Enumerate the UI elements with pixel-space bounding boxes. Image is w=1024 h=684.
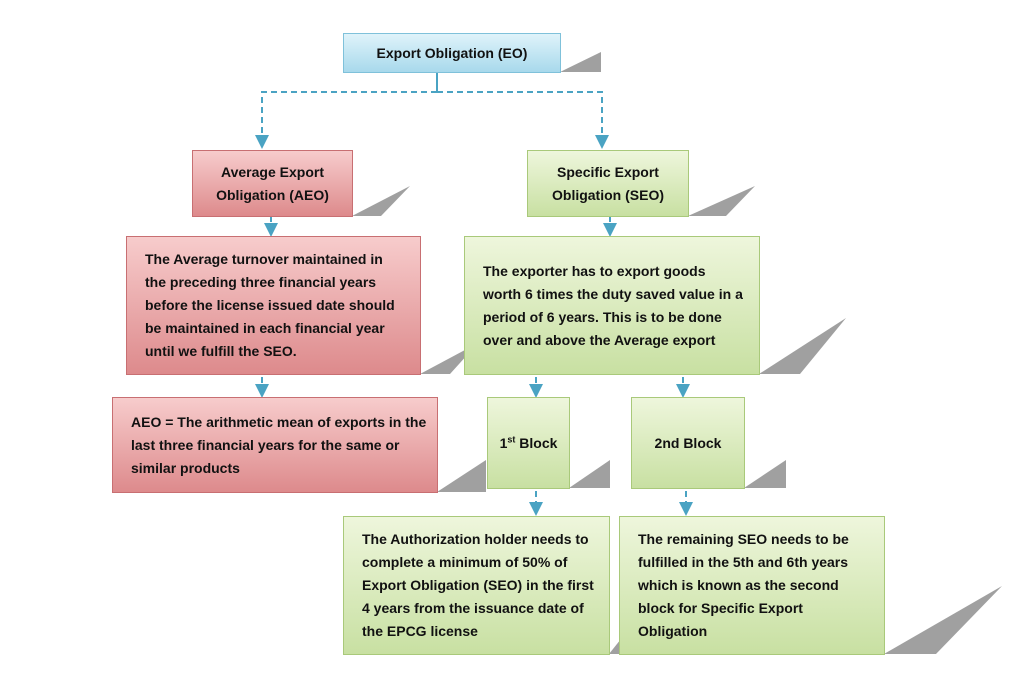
seo-shadow (688, 186, 755, 216)
aeo-node: Average Export Obligation (AEO) (192, 150, 353, 217)
seo-label-line1: Specific Export (557, 163, 659, 180)
aeo-shadow (352, 186, 410, 216)
aeo-definition-text: AEO = The arithmetic mean of exports in … (131, 413, 427, 476)
block1-description-node: The Authorization holder needs to comple… (343, 516, 610, 655)
block1-description-text: The Authorization holder needs to comple… (362, 531, 594, 639)
root-to-seo-connector (437, 91, 609, 149)
block2-label: 2nd Block (654, 434, 722, 451)
aeo-label-line1: Average Export (221, 163, 324, 180)
seo-description-node: The exporter has to export goods worth 6… (464, 236, 760, 375)
seo-label-line2: Obligation (SEO) (552, 186, 664, 203)
aeo-def-shadow (437, 460, 486, 492)
block1-word: Block (519, 434, 558, 451)
block2-shadow (744, 460, 786, 488)
block2-desc-shadow (884, 586, 1002, 654)
aeo-definition-node: AEO = The arithmetic mean of exports in … (112, 397, 438, 493)
block1-node: 1st Block (487, 397, 570, 489)
seo-node: Specific Export Obligation (SEO) (527, 150, 689, 217)
block1-number: 1 (499, 434, 508, 451)
root-label: Export Obligation (EO) (376, 44, 528, 61)
block1-label: 1st Block (500, 432, 558, 455)
root-node: Export Obligation (EO) (343, 33, 561, 73)
root-shadow (560, 52, 601, 72)
block2-description-text: The remaining SEO needs to be fulfilled … (638, 531, 849, 639)
aeo-description-node: The Average turnover maintained in the p… (126, 236, 421, 375)
aeo-description-text: The Average turnover maintained in the p… (145, 251, 395, 359)
aeo-label-line2: Obligation (AEO) (216, 186, 329, 203)
seo-description-text: The exporter has to export goods worth 6… (483, 262, 743, 348)
block2-node: 2nd Block (631, 397, 745, 489)
seo-desc-shadow (759, 318, 846, 374)
aeo-desc-shadow (420, 343, 478, 374)
root-to-aeo-connector (255, 91, 437, 149)
block1-suffix: st (507, 433, 516, 444)
block1-shadow (569, 460, 610, 488)
block2-description-node: The remaining SEO needs to be fulfilled … (619, 516, 885, 655)
